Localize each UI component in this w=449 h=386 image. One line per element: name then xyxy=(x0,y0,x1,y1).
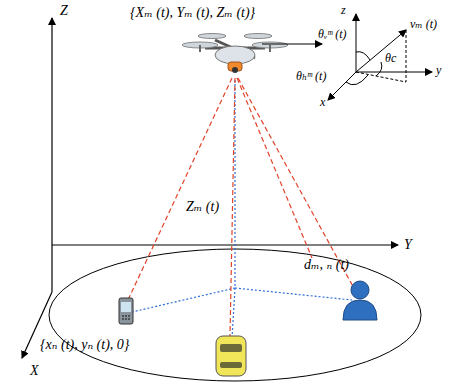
axis-label: z xyxy=(341,4,346,16)
velocity-label: vₘ (t) xyxy=(410,18,437,30)
axis-label: X xyxy=(30,364,39,378)
axis-label: Y xyxy=(404,238,412,252)
angle-label: θc xyxy=(385,52,396,64)
user-coordinates: {xₙ (t), yₙ (t), 0} xyxy=(40,338,129,352)
axis-label: x xyxy=(320,96,325,108)
axis-label: y xyxy=(436,64,441,76)
uav-coordinates: {Xₘ (t), Yₘ (t), Zₘ (t)} xyxy=(130,6,255,20)
angle-label: θᵥᵐ (t) xyxy=(318,28,347,40)
height-label: Zₘ (t) xyxy=(186,200,219,214)
axis-label: Z xyxy=(60,4,68,18)
distance-label: dₘ, ₙ (t) xyxy=(304,258,349,272)
angle-label: θₕᵐ (t) xyxy=(296,70,326,82)
